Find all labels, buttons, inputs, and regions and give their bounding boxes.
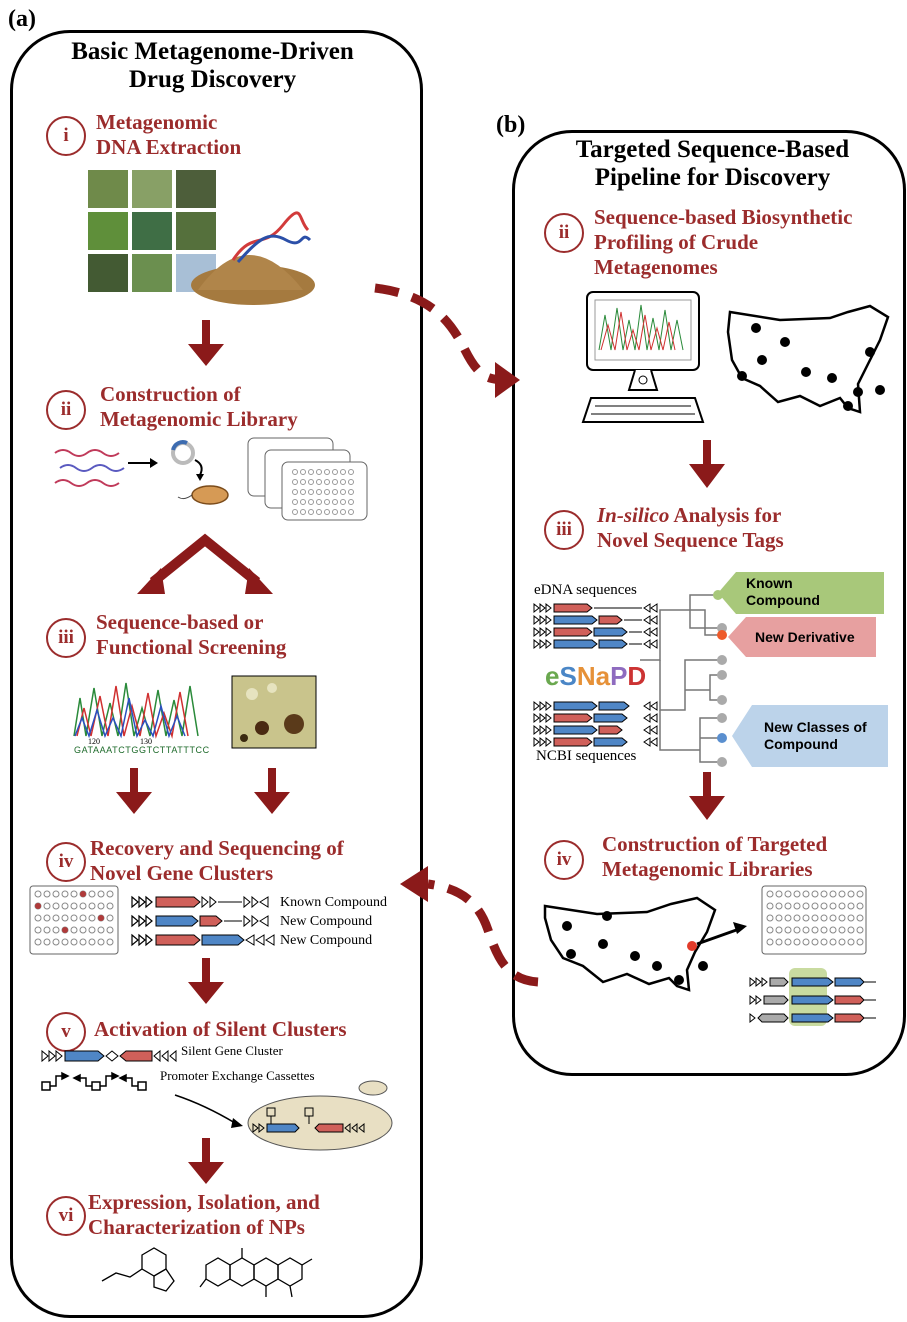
silent-gene-cluster-label: Silent Gene Cluster [181, 1043, 283, 1058]
step-a-ii-title: Construction of Metagenomic Library [100, 382, 298, 432]
esnapd-e: e [545, 661, 560, 691]
step-b-ii-title: Sequence-based Biosynthetic Profiling of… [594, 205, 852, 280]
esnapd-s: S [559, 661, 577, 691]
step-a-iv-line2: Novel Gene Clusters [90, 861, 274, 885]
step-b-iii-badge: iii [544, 510, 584, 550]
known-line1: Known [746, 575, 793, 591]
well-plate-icon [29, 885, 119, 955]
step-a-ii-badge: ii [46, 390, 86, 430]
step-a-vi-badge: vi [46, 1196, 86, 1236]
step-a-vi-title: Expression, Isolation, and Characterizat… [88, 1190, 320, 1240]
step-a-vi-line1: Expression, Isolation, and [88, 1190, 320, 1214]
dashed-arrow-to-b [374, 283, 520, 398]
chromatogram-tick-130: 130 [140, 737, 152, 746]
new-classes-tag-bg [732, 705, 888, 767]
step-a-iii-line1: Sequence-based or [96, 610, 264, 634]
phylogenetic-tree [640, 590, 727, 767]
step-b-iii-line1: In-silico Analysis for [597, 503, 784, 528]
dashed-arrow-to-a [400, 866, 539, 987]
arrow-down-icon [254, 768, 290, 814]
ncbi-sequences-icon [533, 700, 658, 748]
esnapd-logo: eSNaPD [545, 661, 646, 692]
edna-sequences-icon [533, 602, 658, 650]
arrow-down-icon [188, 320, 224, 366]
esnapd-p: P [610, 661, 628, 691]
known-compound-tag-bg [718, 572, 884, 614]
step-a-i-line1: Metagenomic [96, 110, 218, 134]
chromatogram-bases: GATAAATCTGGTCTTATTTCC [74, 745, 210, 755]
panel-b-letter: (b) [496, 112, 526, 138]
us-map-targeted-icon [543, 896, 747, 992]
step-b-iv-line2: Metagenomic Libraries [602, 857, 813, 881]
panel-b-title-line2: Pipeline for Discovery [594, 164, 831, 191]
step-a-iii-line2: Functional Screening [96, 635, 287, 659]
step-a-i-line2: DNA Extraction [96, 135, 242, 159]
targeted-gene-clusters [749, 968, 876, 1026]
new-derivative-tag-bg [728, 617, 876, 657]
step-b-ii-badge: ii [544, 213, 584, 253]
panel-a-title-line2: Drug Discovery [128, 66, 297, 93]
known-line2: Compound [746, 592, 820, 608]
step-b-ii-line2: Profiling of Crude [594, 230, 759, 254]
step-a-iv-badge: iv [46, 842, 86, 882]
step-b-iii-title: In-silico Analysis for Novel Sequence Ta… [597, 503, 784, 553]
known-compound-tag: Known Compound [746, 575, 820, 609]
step-b-iv-badge: iv [544, 840, 584, 880]
new-classes-tag: New Classes of Compound [764, 719, 867, 753]
step-b-ii-line1: Sequence-based Biosynthetic [594, 205, 853, 229]
panel-b-title-line1: Targeted Sequence-Based [575, 136, 850, 163]
panel-b-title: Targeted Sequence-Based Pipeline for Dis… [540, 136, 885, 192]
targeted-well-plate-icon [761, 885, 867, 955]
gene-clusters-a [131, 895, 275, 947]
esnapd-d: D [627, 661, 647, 691]
arrow-down-icon [689, 772, 725, 820]
arrow-down-icon [689, 440, 725, 488]
panel-a-title: Basic Metagenome-Driven Drug Discovery [40, 38, 385, 94]
step-b-iv-title: Construction of Targeted Metagenomic Lib… [602, 832, 827, 882]
arrow-down-icon [188, 958, 224, 1004]
molecule-structures [101, 1247, 313, 1298]
cluster-label-2: New Compound [280, 933, 373, 948]
host-cell-illustration [174, 1080, 393, 1151]
chromatogram-icon [73, 682, 199, 739]
silent-cluster-icon [41, 1049, 177, 1063]
chromatogram-tick-120: 120 [88, 737, 100, 746]
cluster-label-1: New Compound [280, 914, 373, 929]
step-b-iv-line1: Construction of Targeted [602, 832, 828, 856]
step-a-iii-badge: iii [46, 618, 86, 658]
step-a-ii-line2: Metagenomic Library [100, 407, 298, 431]
cluster-label-0: Known Compound [280, 895, 387, 910]
petri-dish-image [231, 675, 317, 749]
classes-line1: New Classes of [764, 719, 867, 735]
us-map-icon [726, 304, 890, 414]
step-b-iii-italic: In-silico [597, 503, 670, 527]
step-a-iv-line1: Recovery and Sequencing of [90, 836, 344, 860]
ncbi-label: NCBI sequences [536, 748, 637, 764]
library-construction-illustration [54, 437, 368, 521]
promoter-exchange-label: Promoter Exchange Cassettes [160, 1068, 315, 1083]
panel-a-title-line1: Basic Metagenome-Driven [71, 38, 354, 65]
esnapd-na: Na [576, 661, 611, 691]
environment-photo-grid [88, 170, 315, 305]
step-a-v-badge: v [46, 1012, 86, 1052]
step-b-ii-line3: Metagenomes [594, 255, 718, 279]
promoter-cassettes-icon [41, 1071, 147, 1091]
arrow-down-icon [116, 768, 152, 814]
step-a-i-title: Metagenomic DNA Extraction [96, 110, 241, 160]
classes-line2: Compound [764, 736, 838, 752]
computer-icon [581, 291, 705, 423]
split-arrow-icon [137, 533, 273, 594]
step-a-iii-title: Sequence-based or Functional Screening [96, 610, 286, 660]
step-a-ii-line1: Construction of [100, 382, 241, 406]
step-a-iv-title: Recovery and Sequencing of Novel Gene Cl… [90, 836, 344, 886]
step-a-v-title: Activation of Silent Clusters [94, 1017, 347, 1041]
step-a-i-badge: i [46, 116, 86, 156]
arrow-down-icon [188, 1138, 224, 1184]
step-a-vi-line2: Characterization of NPs [88, 1215, 305, 1239]
edna-label: eDNA sequences [534, 582, 637, 598]
new-derivative-tag: New Derivative [755, 629, 855, 645]
panel-a-letter: (a) [8, 6, 36, 32]
step-b-iii-line2: Novel Sequence Tags [597, 528, 784, 552]
step-b-iii-rest: Analysis for [669, 503, 782, 527]
